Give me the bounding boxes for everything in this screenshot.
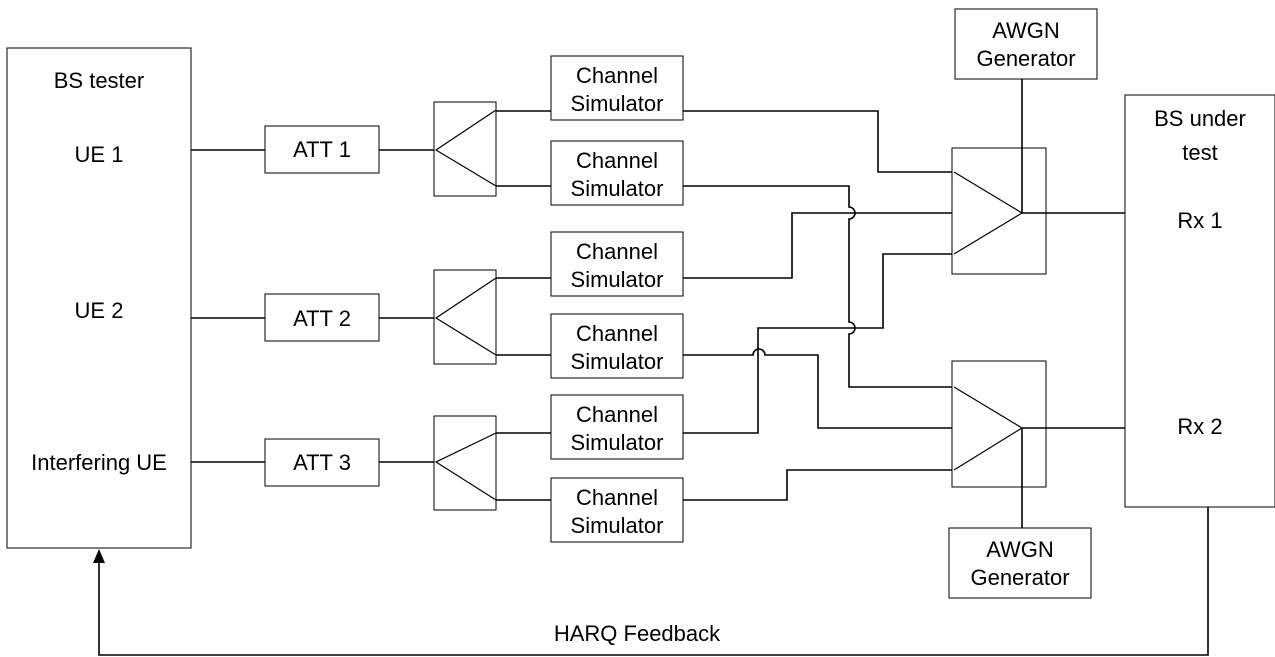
combiner-1 [951, 147, 1047, 275]
bs-under-test-title-line2: test [1182, 140, 1217, 165]
combiner1-box [951, 147, 1047, 275]
attenuator-3: ATT 3 [264, 438, 380, 487]
attenuator-2: ATT 2 [264, 293, 380, 342]
att3-label: ATT 3 [293, 450, 351, 475]
awgn-generator-bottom-box [948, 527, 1092, 599]
attenuator-1: ATT 1 [264, 125, 380, 174]
att1-label: ATT 1 [293, 137, 351, 162]
splitter1-shape [434, 109, 497, 187]
channel-simulator-2-line2: Simulator [571, 176, 664, 201]
att2-label: ATT 2 [293, 306, 351, 331]
bs-under-test-title-line1: BS under [1154, 106, 1246, 131]
interfering-ue-port-label: Interfering UE [31, 450, 167, 475]
harq-feedback-label: HARQ Feedback [554, 621, 721, 646]
bs-tester: BS tester UE 1 UE 2 Interfering UE [6, 47, 192, 549]
channel-simulator-4: Channel Simulator [550, 313, 684, 379]
cs6-to-combiner2-line [683, 469, 954, 501]
channel-simulator-3: Channel Simulator [550, 231, 684, 297]
awgn-generator-top-box [954, 8, 1098, 80]
harq-feedback-line [98, 507, 1209, 656]
channel-simulator-3-line2: Simulator [571, 267, 664, 292]
splitter3-shape [434, 432, 497, 501]
cs4-to-combiner2-line [683, 348, 954, 429]
channel-simulator-5-box [550, 394, 684, 460]
awgn-generator-top: AWGN Generator [954, 8, 1098, 80]
channel-simulator-1-line2: Simulator [571, 91, 664, 116]
channel-simulator-4-line1: Channel [576, 321, 658, 346]
awgn-generator-top-line1: AWGN [992, 18, 1060, 43]
channel-simulator-1-box [550, 55, 684, 121]
bs-tester-title: BS tester [54, 68, 144, 93]
combiner-2 [951, 360, 1047, 488]
cs5-to-combiner1-line [683, 253, 954, 434]
channel-simulator-1: Channel Simulator [550, 55, 684, 121]
awgn-generator-bottom-line1: AWGN [986, 537, 1054, 562]
combiner2-box [951, 360, 1047, 488]
channel-simulator-6-line2: Simulator [571, 513, 664, 538]
channel-simulator-1-line1: Channel [576, 63, 658, 88]
splitter-2 [433, 269, 497, 365]
channel-simulator-2-line1: Channel [576, 148, 658, 173]
channel-simulator-4-box [550, 313, 684, 379]
bs-tester-box [6, 47, 192, 549]
att3-box [264, 438, 380, 487]
cs3-to-combiner1-line [683, 212, 954, 279]
awgn-generator-bottom-line2: Generator [970, 565, 1069, 590]
att2-box [264, 293, 380, 342]
rx2-port-label: Rx 2 [1177, 414, 1222, 439]
bs-under-test-box [1124, 94, 1275, 508]
channel-simulator-5: Channel Simulator [550, 394, 684, 460]
channel-simulator-6-line1: Channel [576, 485, 658, 510]
channel-simulator-3-line1: Channel [576, 239, 658, 264]
splitter3-box [433, 415, 497, 511]
channel-simulator-6-box [550, 477, 684, 543]
ue1-port-label: UE 1 [75, 142, 124, 167]
channel-simulator-3-box [550, 231, 684, 297]
ue2-port-label: UE 2 [75, 298, 124, 323]
channel-simulator-5-line2: Simulator [571, 430, 664, 455]
cs2-to-combiner2-line [683, 185, 954, 388]
channel-simulator-2-box [550, 140, 684, 206]
awgn-generator-top-line2: Generator [976, 46, 1075, 71]
splitter2-shape [434, 277, 497, 356]
harq-feedback-arrowhead-icon [93, 549, 105, 563]
awgn-generator-bottom: AWGN Generator [948, 527, 1092, 599]
cs1-to-combiner1-line [683, 110, 954, 173]
channel-simulator-2: Channel Simulator [550, 140, 684, 206]
splitter-1 [433, 101, 497, 197]
splitter-3 [433, 415, 497, 511]
bs-under-test: BS under test Rx 1 Rx 2 [1124, 94, 1275, 508]
channel-simulator-4-line2: Simulator [571, 349, 664, 374]
att1-box [264, 125, 380, 174]
channel-simulator-6: Channel Simulator [550, 477, 684, 543]
rx1-port-label: Rx 1 [1177, 208, 1222, 233]
channel-simulator-5-line1: Channel [576, 402, 658, 427]
